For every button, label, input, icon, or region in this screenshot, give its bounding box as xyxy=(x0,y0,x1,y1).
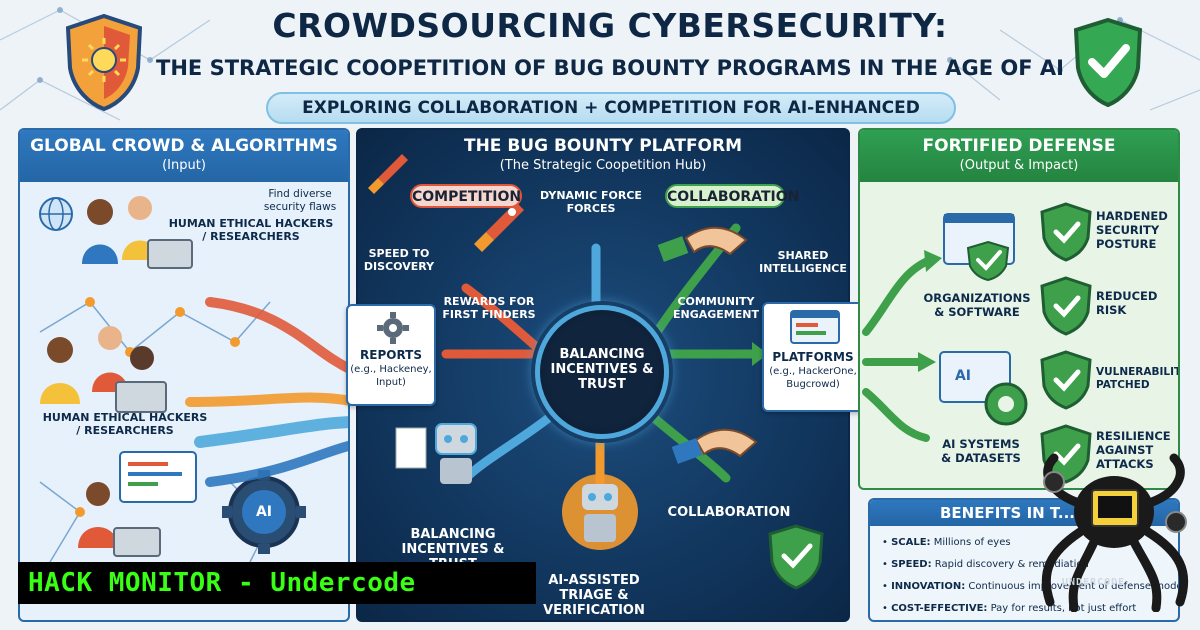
robot-icon xyxy=(395,423,477,484)
hackers-label-bottom: HUMAN ETHICAL HACKERS / RESEARCHERS xyxy=(42,411,208,437)
ai-screen-icon xyxy=(939,351,1028,426)
hub-label: BALANCING INCENTIVES & TRUST xyxy=(550,347,654,392)
reports-title: REPORTS xyxy=(360,348,422,362)
check-shield-icon xyxy=(1040,276,1092,336)
check-shield-icon xyxy=(768,524,824,590)
hacker-bottom-illustration xyxy=(78,451,197,557)
globe-icon xyxy=(39,197,73,231)
balancing-bottom-label: BALANCING INCENTIVES & TRUST xyxy=(401,527,505,572)
page-title: CROWDSOURCING CYBERSECURITY: xyxy=(272,6,948,45)
robot-icon xyxy=(562,474,638,550)
orgs-label: ORGANIZATIONS & SOFTWARE xyxy=(923,291,1031,319)
rewards-label: REWARDS FOR FIRST FINDERS xyxy=(442,295,536,321)
find-flaws-note: Find diverse security flaws xyxy=(263,188,337,213)
octopus-hacker-logo xyxy=(1041,453,1189,612)
hackers-top-illustration xyxy=(82,196,193,269)
check-shield-icon xyxy=(1073,17,1143,108)
gear-icon xyxy=(377,312,409,344)
theme-banner: EXPLORING COLLABORATION + COMPETITION FO… xyxy=(266,92,956,146)
rocket-icon xyxy=(368,154,408,194)
ai-gear-icon xyxy=(222,470,306,554)
input-panel-subtitle: (Input) xyxy=(162,158,206,173)
defense-panel: FORTIFIED DEFENSE (Output & Impact) xyxy=(858,128,1180,490)
outcome-reduced-risk: REDUCED RISK xyxy=(1096,289,1158,317)
page-subtitle: THE STRATEGIC COOPETITION OF BUG BOUNTY … xyxy=(156,56,1064,80)
handshake-icon xyxy=(657,226,748,262)
ai-badge-right: AI xyxy=(954,368,972,384)
crowd-illustration xyxy=(39,196,348,603)
handshake-icon xyxy=(671,428,758,464)
benefit-item: SPEED: Rapid discovery & remediation xyxy=(882,554,1172,576)
browser-window-icon xyxy=(943,213,1015,282)
dynamic-forces-label: DYNAMIC FORCE FORCES xyxy=(540,189,642,215)
platform-panel-header: THE BUG BOUNTY PLATFORM (The Strategic C… xyxy=(358,130,848,182)
collaboration-bottom-label: COLLABORATION xyxy=(667,505,791,520)
competition-pill: COMPETITION xyxy=(410,184,522,208)
platforms-subtitle: (e.g., HackerOne, Bugcrowd) xyxy=(769,366,857,390)
input-panel-title: GLOBAL CROWD & ALGORITHMS xyxy=(30,136,338,156)
sun-shield-icon xyxy=(65,13,143,112)
reports-subtitle: (e.g., Hackeney, Input) xyxy=(350,364,432,388)
defense-panel-title: FORTIFIED DEFENSE xyxy=(922,136,1116,156)
platforms-card: PLATFORMS (e.g., HackerOne, Bugcrowd) xyxy=(762,302,864,412)
undercode-logo-text: UNDERCODE xyxy=(1062,577,1126,588)
benefit-item: COST-EFFECTIVE: Pay for results, not jus… xyxy=(882,598,1172,620)
outcome-hardened: HARDENED SECURITY POSTURE xyxy=(1096,209,1168,251)
outcome-resilience: RESILIENCE AGAINST ATTACKS xyxy=(1096,429,1171,471)
triage-label: AI-ASSISTED TRIAGE & VERIFICATION xyxy=(543,573,645,618)
input-panel: GLOBAL CROWD & ALGORITHMS (Input) xyxy=(18,128,350,622)
collaboration-pill: COLLABORATION xyxy=(665,184,799,208)
ai-systems-label: AI SYSTEMS & DATASETS xyxy=(941,437,1021,465)
platforms-title: PLATFORMS xyxy=(772,350,854,364)
benefit-item: SCALE: Millions of eyes xyxy=(882,532,1172,554)
hack-monitor-watermark: HACK MONITOR - Undercode xyxy=(18,562,536,604)
shared-intelligence-label: SHARED INTELLIGENCE xyxy=(759,249,847,275)
defense-panel-subtitle: (Output & Impact) xyxy=(959,158,1079,173)
check-shield-icon xyxy=(1040,202,1092,262)
balancing-hub: BALANCING INCENTIVES & TRUST xyxy=(535,305,669,439)
input-panel-header: GLOBAL CROWD & ALGORITHMS (Input) xyxy=(20,130,348,182)
hackers-middle-illustration xyxy=(40,326,167,413)
defense-illustration xyxy=(862,202,1092,484)
speed-to-discovery-label: SPEED TO DISCOVERY xyxy=(363,247,435,273)
ai-badge-left: AI xyxy=(255,504,273,520)
defense-panel-header: FORTIFIED DEFENSE (Output & Impact) xyxy=(860,130,1178,182)
platform-panel-subtitle: (The Strategic Coopetition Hub) xyxy=(499,158,707,173)
rocket-icon xyxy=(474,202,524,252)
check-shield-icon xyxy=(1040,350,1092,410)
browser-window-icon xyxy=(790,310,840,344)
community-engagement-label: COMMUNITY ENGAGEMENT xyxy=(673,295,759,321)
hackers-label-top: HUMAN ETHICAL HACKERS / RESEARCHERS xyxy=(168,217,334,243)
outcome-patched: VULNERABILITIES PATCHED xyxy=(1096,366,1178,391)
reports-card: REPORTS (e.g., Hackeney, Input) xyxy=(346,304,436,406)
platform-panel-title: THE BUG BOUNTY PLATFORM xyxy=(463,136,743,156)
